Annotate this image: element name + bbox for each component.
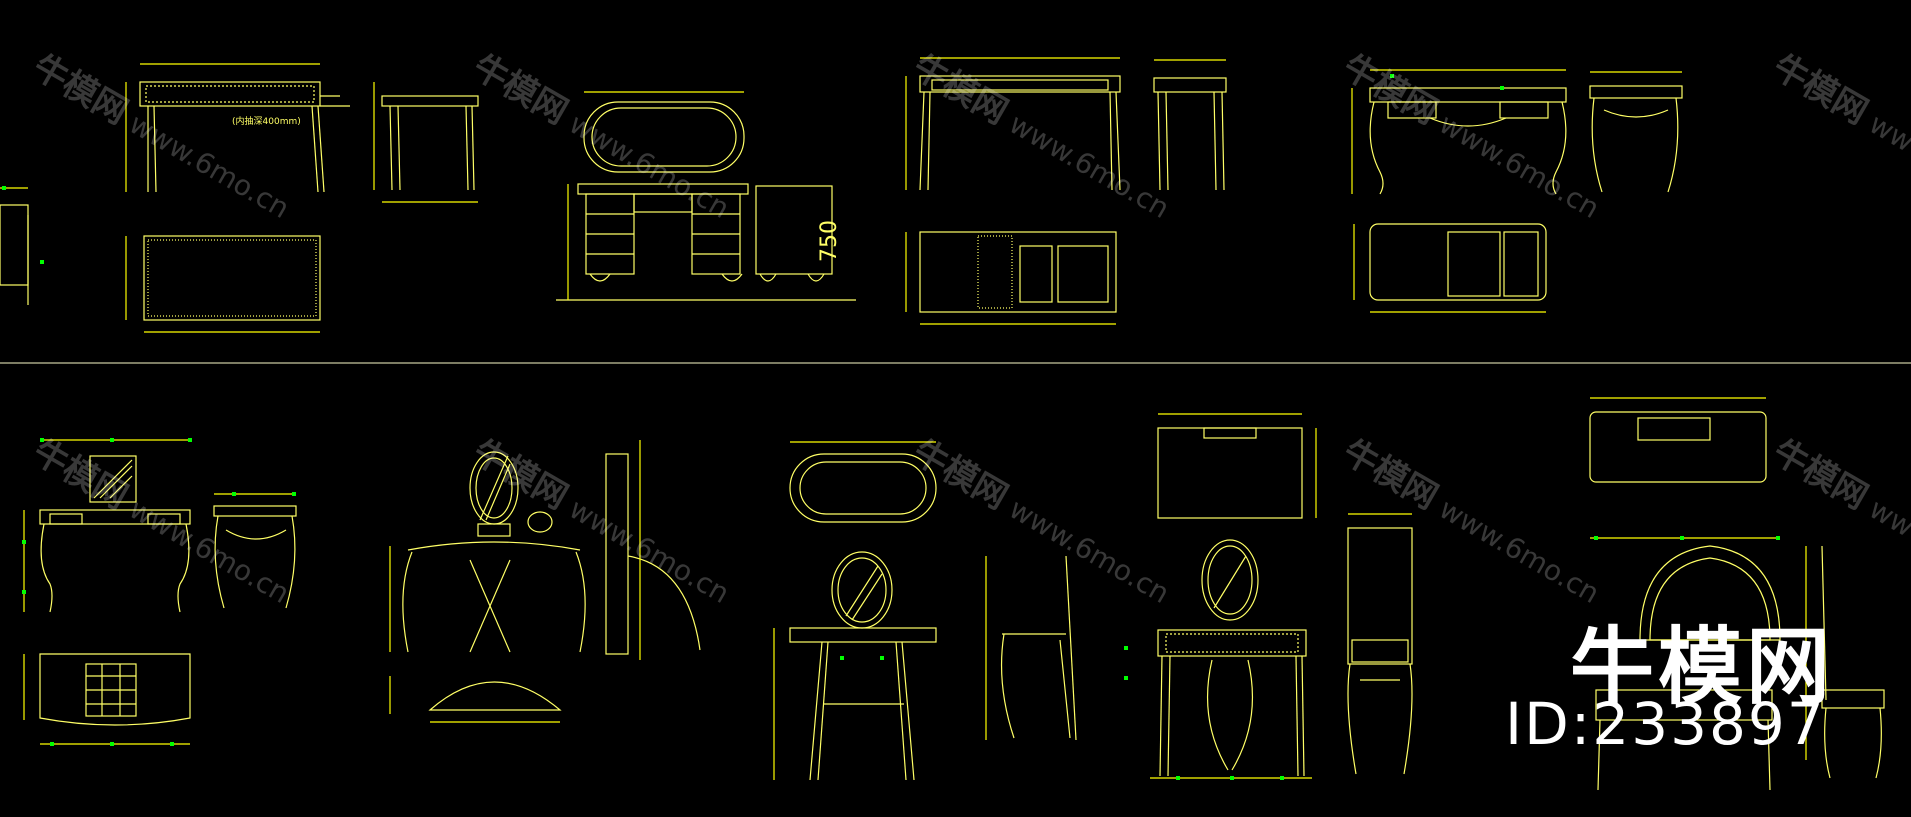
drawer-depth-note: (内抽深400mm) <box>232 115 301 127</box>
model-id: ID:233897 <box>1505 690 1826 758</box>
console-table-plan <box>905 231 1117 325</box>
x-leg-vanity-side <box>605 440 701 660</box>
ornate-mirror-dresser-elevation <box>1590 537 1781 791</box>
console-side-elevation <box>1153 59 1227 191</box>
dresser-plan <box>1157 413 1317 519</box>
x-leg-vanity-elevation <box>389 451 586 653</box>
site-logo: 牛模网 <box>1570 618 1835 716</box>
chair-side-right <box>1805 545 1885 779</box>
oval-mirror-console-elevation <box>773 551 937 781</box>
dimension-markers <box>2 74 1780 780</box>
vanity-plan <box>23 653 191 745</box>
dresser-side-elevation <box>1347 513 1413 775</box>
chair-side-elevation <box>985 555 1077 741</box>
height-dimension-750: 750 <box>817 220 842 262</box>
desk-plan-right <box>1589 397 1767 483</box>
curved-leg-desk-plan <box>1353 223 1547 313</box>
dresser-oval-mirror-elevation <box>556 91 856 301</box>
rattan-desk-plan <box>125 235 321 333</box>
vanity-side-elevation <box>213 493 297 609</box>
desk-side-elevation <box>373 82 479 203</box>
curved-leg-desk-side <box>1589 71 1683 193</box>
vanity-square-mirror-elevation <box>23 439 191 613</box>
rattan-desk-elevation <box>125 63 350 193</box>
curved-leg-desk-elevation <box>1351 69 1567 195</box>
console-table-elevation <box>905 57 1121 191</box>
drawing-fragment-left <box>0 187 29 305</box>
oval-table-plan <box>789 441 937 523</box>
carved-dresser-elevation <box>1150 539 1312 779</box>
bench-plan <box>389 676 562 723</box>
